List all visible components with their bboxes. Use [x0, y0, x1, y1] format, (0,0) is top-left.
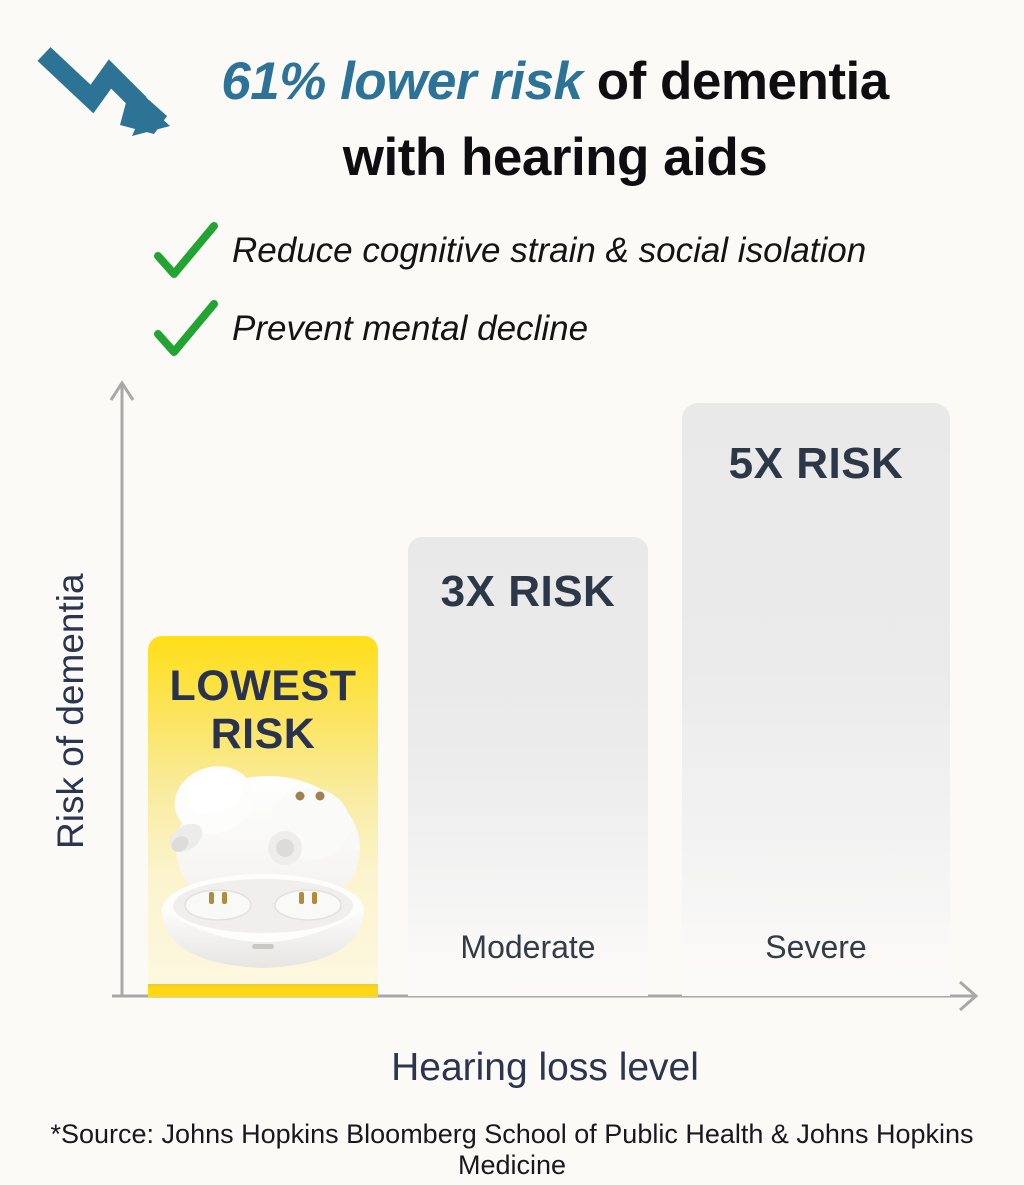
bar-moderate: 3X RISK — [408, 537, 648, 996]
benefit-text: Reduce cognitive strain & social isolati… — [232, 231, 867, 270]
bar-label-line1: LOWEST — [169, 662, 357, 710]
page-title: 61% lower risk of dementia with hearing a… — [80, 44, 1024, 196]
trend-down-arrow-icon — [37, 47, 170, 136]
x-tick-moderate: Moderate — [460, 929, 596, 965]
bar-label-3x-risk: 3X RISK — [440, 567, 616, 616]
x-tick-severe: Severe — [765, 929, 867, 965]
checkmark-icon — [154, 300, 218, 356]
benefit-item: Reduce cognitive strain & social isolati… — [150, 222, 866, 280]
bar-label-line2: RISK — [210, 710, 316, 758]
checkmark-icon — [154, 222, 218, 278]
hearing-aids-earbuds-image — [162, 766, 364, 968]
source-footnote: *Source: Johns Hopkins Bloomberg School … — [50, 1119, 974, 1180]
benefit-item: Prevent mental decline — [150, 300, 588, 358]
bar-label-5x-risk: 5X RISK — [728, 439, 904, 488]
title-highlight: 61% lower risk — [221, 52, 583, 111]
x-axis-label: Hearing loss level — [391, 1046, 699, 1089]
title-line2: with hearing aids — [342, 128, 768, 187]
bar-severe: 5X RISK — [682, 403, 950, 996]
title-rest: of dementia — [596, 52, 889, 111]
bar-lowest-base-strip — [148, 984, 378, 997]
benefit-text: Prevent mental decline — [232, 309, 589, 348]
y-axis-label: Risk of dementia — [50, 573, 91, 849]
